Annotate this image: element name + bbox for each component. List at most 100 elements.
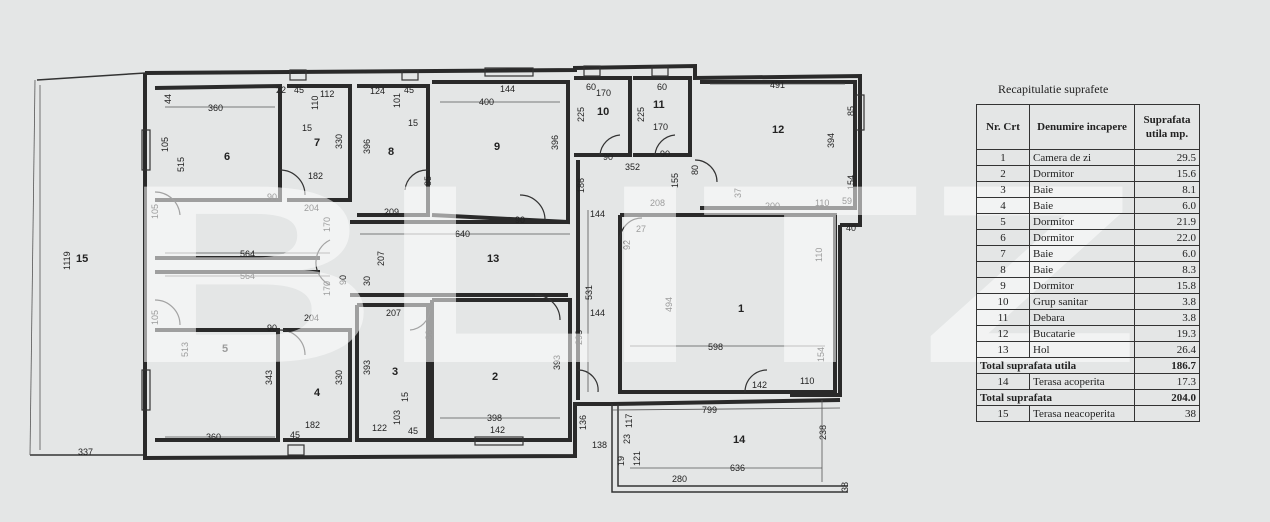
dim-182b: 182 <box>305 420 320 430</box>
dim-90d: 90 <box>660 149 670 159</box>
window-room-8 <box>401 69 419 81</box>
dim-513: 513 <box>180 342 190 357</box>
dim-207a: 207 <box>376 251 386 266</box>
dim-85: 85 <box>423 176 433 186</box>
window-room-12 <box>855 94 865 131</box>
door-room-5 <box>154 299 181 326</box>
row-area: 29.5 <box>1134 149 1200 166</box>
window-room-6 <box>141 129 151 171</box>
dim-110b: 110 <box>815 198 829 208</box>
dim-204a: 204 <box>304 203 319 213</box>
room-15-label: 15 <box>76 253 88 265</box>
row-name: Debara <box>1029 309 1135 326</box>
wall-room-5 <box>155 328 280 442</box>
dim-30: 30 <box>362 276 372 286</box>
dim-396b: 396 <box>550 135 560 150</box>
dim-90e: 90 <box>338 275 348 285</box>
door-room-9 <box>519 194 546 221</box>
row-nr: 10 <box>976 293 1030 310</box>
dim-37: 37 <box>733 188 743 198</box>
room-5-label: 5 <box>222 343 228 355</box>
row-name: Bucatarie <box>1029 325 1135 342</box>
wall-room-11 <box>633 76 692 157</box>
door-corridor <box>315 239 331 286</box>
room-1-label: 1 <box>738 303 744 315</box>
dim-45c: 45 <box>290 430 300 440</box>
row-area: 26.4 <box>1134 341 1200 358</box>
dim-393a: 393 <box>362 360 372 375</box>
door-room-1-west <box>619 217 643 241</box>
door-room-8 <box>404 169 429 191</box>
row-name: Dormitor <box>1029 277 1135 294</box>
row-name: Dormitor <box>1029 229 1135 246</box>
room-4-label: 4 <box>314 387 321 399</box>
dim-144b: 144 <box>590 209 605 219</box>
header-name: Denumire incapere <box>1029 104 1135 150</box>
dim-280: 280 <box>672 474 687 484</box>
dim-103: 103 <box>392 410 402 425</box>
dim-105b: 105 <box>150 204 160 219</box>
dim-23: 23 <box>622 434 632 444</box>
terrace-14-inner <box>617 404 848 487</box>
dim-170d: 170 <box>322 281 332 296</box>
wall-room-4 <box>283 328 352 442</box>
window-room-4 <box>287 444 305 456</box>
dim-110: 110 <box>310 96 320 110</box>
wall-room-2 <box>430 298 572 442</box>
room-13-label: 13 <box>487 253 499 265</box>
dim-19: 19 <box>616 456 626 466</box>
wall-room-3 <box>355 303 430 442</box>
row-nr: 2 <box>976 165 1030 182</box>
room-7-label: 7 <box>314 137 320 149</box>
door-room-3 <box>409 309 431 331</box>
dim-799: 799 <box>702 405 717 415</box>
dim-105a: 105 <box>160 137 170 152</box>
row-name: Hol <box>1029 341 1135 358</box>
dim-515: 515 <box>176 157 186 172</box>
dim-45b: 45 <box>404 85 414 95</box>
header-nr: Nr. Crt <box>976 104 1030 150</box>
door-terrace <box>577 369 599 393</box>
exterior-wall-west-south <box>143 73 612 461</box>
dim-90c: 90 <box>603 152 613 162</box>
door-room-2 <box>534 294 561 321</box>
row-name: Terasa acoperita <box>1029 373 1135 390</box>
row-nr: 5 <box>976 213 1030 230</box>
dim-40: 40 <box>846 223 856 233</box>
exterior-wall-north <box>144 63 862 227</box>
dim-110c: 110 <box>814 248 824 262</box>
dim-208: 208 <box>650 198 665 208</box>
dim-155: 155 <box>670 173 680 188</box>
dim-330a: 330 <box>334 134 344 149</box>
total-useful-value: 186.7 <box>1134 357 1200 374</box>
row-area: 19.3 <box>1134 325 1200 342</box>
dim-360b: 360 <box>206 432 221 442</box>
row-name: Dormitor <box>1029 165 1135 182</box>
dim-564b: 564 <box>240 271 255 281</box>
row-nr: 12 <box>976 325 1030 342</box>
dim-640: 640 <box>455 229 470 239</box>
dim-142b: 142 <box>490 425 505 435</box>
dim-154a: 154 <box>846 175 856 190</box>
row-area: 15.8 <box>1134 277 1200 294</box>
dim-394: 394 <box>826 133 836 148</box>
row-name: Baie <box>1029 181 1135 198</box>
dim-80: 80 <box>690 165 700 175</box>
window-room-2 <box>474 436 524 446</box>
dim-531: 531 <box>584 285 594 300</box>
dim-293: 293 <box>574 330 584 345</box>
room-14-label: 14 <box>733 434 746 446</box>
dim-170a: 170 <box>596 88 611 98</box>
dim-494: 494 <box>664 297 674 312</box>
dim-142a: 142 <box>752 380 767 390</box>
